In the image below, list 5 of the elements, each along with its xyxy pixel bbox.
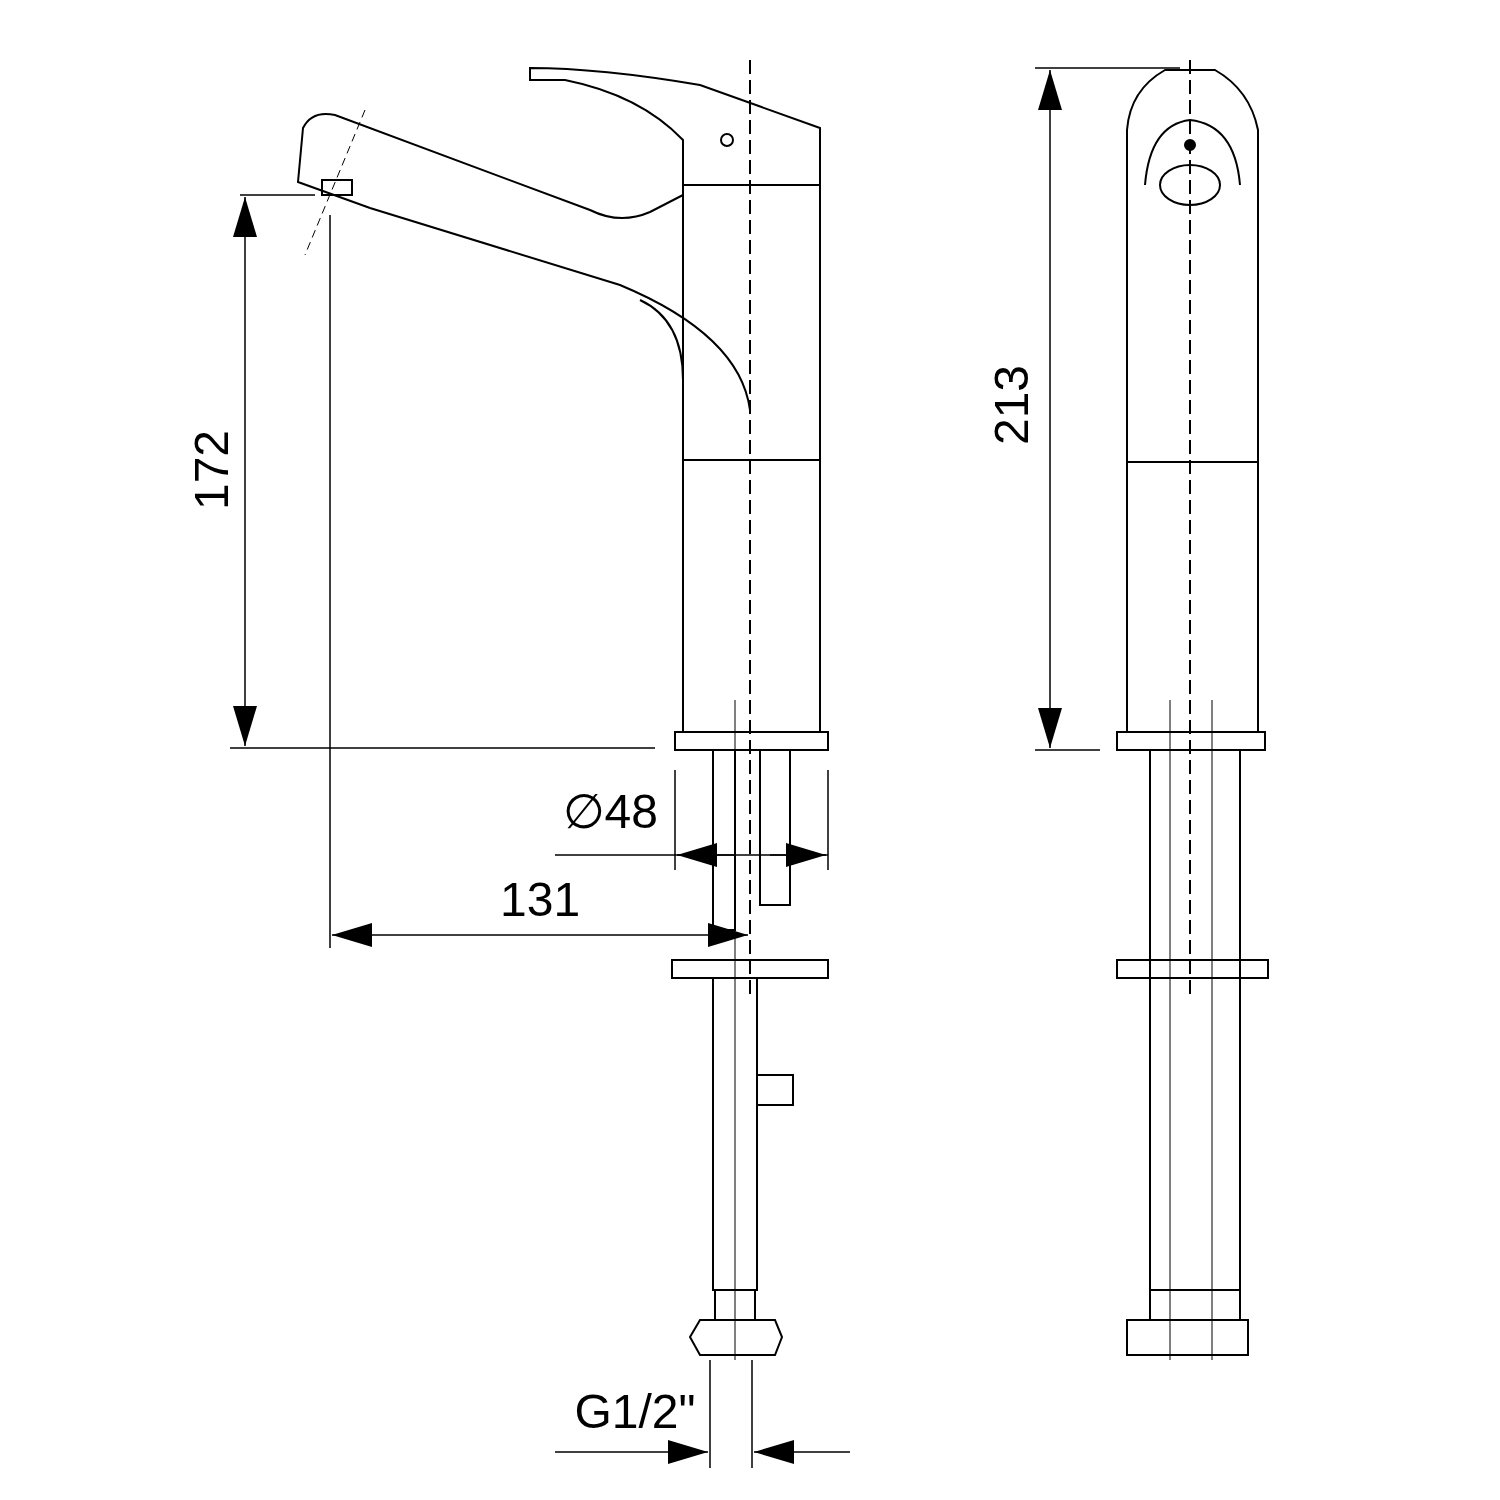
dimension-label: ∅48 bbox=[562, 788, 658, 836]
dimension-label: G1/2" bbox=[574, 1388, 696, 1436]
dimension-label: 131 bbox=[500, 876, 581, 924]
dimension-label: 213 bbox=[988, 364, 1037, 446]
dimension-label: 172 bbox=[188, 429, 237, 511]
